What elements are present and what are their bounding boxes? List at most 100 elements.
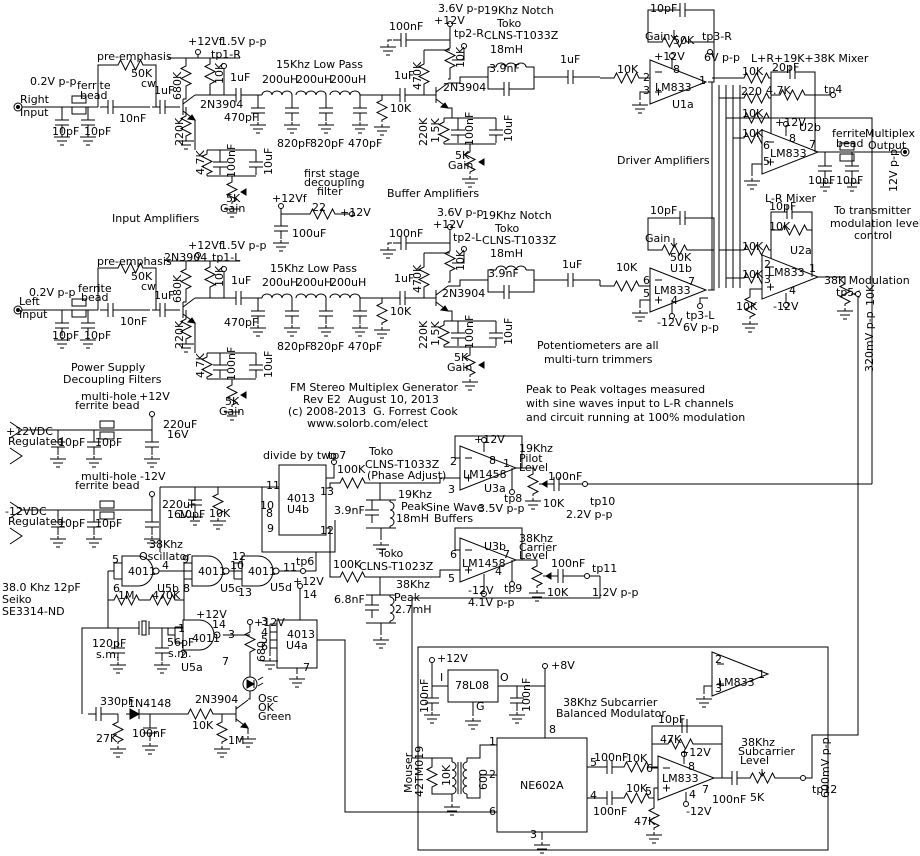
label-driver-amplifiers: Driver Amplifiers [617,154,710,167]
label-220: 220 [741,85,762,98]
label-tp1-r: tp1-R [211,48,241,61]
label-5k: 5K [750,791,765,804]
label-12v: +12V [433,218,464,231]
label-1uf: 1uF [562,258,583,271]
label-10pf: 10pF [769,200,797,213]
label-10pf: 10pF [808,174,836,187]
label-200uh: 200uH [330,276,367,289]
label-220k: 220K [173,320,186,349]
label-6-8nf: 6.8nF [334,593,365,606]
label-8: 8 [673,63,680,76]
label-18mh: 18mH [396,512,429,525]
label-clns-t1033z: CLNS-T1033Z [365,458,440,471]
label-10k: 10K [213,265,226,287]
label-100nf: 100nF [463,314,476,349]
label-11: 11 [283,561,297,574]
label-bead: bead [836,137,864,150]
label-gain: Gain [645,232,671,245]
label-6: 6 [643,274,650,287]
label-1: 1 [178,622,185,635]
label-38-0-khz-12pf: 38.0 Khz 12pF [2,581,81,594]
label-10pf: 10pF [836,174,864,187]
label-u5b: U5b [157,582,180,595]
label-s-m: s.m. [96,648,120,661]
label-10k: 10K [742,127,764,140]
label-u2b: U2b [799,121,822,134]
label-5: 5 [261,633,268,646]
label-12v: +12V [139,390,170,403]
label-3: 3 [448,483,455,496]
label-10pf: 10pF [58,517,86,530]
label-47k: 47K [634,815,656,828]
label-ne602a: NE602A [520,779,564,792]
label-50k: 50K [670,251,692,264]
label-12vdc: +12VDC [6,425,53,438]
label-buffers: Buffers [434,512,474,525]
label-4: 4 [671,294,678,307]
label-38khz: 38Khz [396,578,430,591]
label-3: 3 [530,828,537,841]
label-10k: 10K [390,102,412,115]
label-50k: 50K [673,34,695,47]
label-1: 1 [809,262,816,275]
label-4: 4 [689,788,696,801]
label-8: 8 [266,507,273,520]
label-1: 1 [758,668,765,681]
label-peak: Peak [394,591,421,604]
label-tp3-l: tp3-L [686,309,715,322]
label-lm1458: LM1458 [463,468,507,481]
label-11: 11 [266,479,280,492]
label-tp1-l: tp1-L [212,251,241,264]
label-10pf: 10pF [95,436,123,449]
label-tp3-r: tp3-R [702,30,732,43]
label-buffer-amplifiers: Buffer Amplifiers [387,187,480,200]
label-19khz: 19Khz [398,488,432,501]
label-first-stage: first stage [304,167,360,180]
label-2: 2 [715,653,722,666]
label-right: Right [20,93,49,106]
label-2n3904: 2N3904 [195,693,239,706]
label-tp6: tp6 [296,555,315,568]
label-12v: +12V [680,746,711,759]
label-3-9nf: 3.9nF [488,267,519,280]
label-gain: Gain [645,30,671,43]
label-u3a: U3a [484,482,506,495]
label-2: 2 [764,258,771,271]
label-12: 12 [232,550,246,563]
label-u3b: U3b [484,540,507,553]
label-level: Level [519,549,549,562]
label-12v: +12V [437,652,468,665]
label-16v: 16V [167,508,189,521]
label-regulated: Regulated [8,515,64,528]
label-8: 8 [489,454,496,467]
label-5k: 5K [225,395,240,408]
label-tp7: tp7 [328,449,347,462]
label-5: 5 [763,155,770,168]
label-level: Level [740,754,770,767]
label-100nf: 100nF [418,678,431,713]
label-10uf: 10uF [262,147,275,175]
label-1m: 1M [228,734,245,747]
label-200uh: 200uH [262,276,299,289]
label-100nf: 100nF [225,346,238,381]
label-modulation-level: modulation level [830,217,920,230]
label-9: 9 [182,553,189,566]
label-5: 5 [643,287,650,300]
label-120pf: 120pF [92,637,127,650]
label-220k: 220K [417,320,430,349]
label-4011: 4011 [128,565,156,578]
label-10k: 10K [547,586,569,599]
label-oscillator: Oscillator [139,550,191,563]
label-12v: -12V [686,805,712,818]
label-lm1458: LM1458 [462,557,506,570]
label-bead: bead [81,291,109,304]
label-19khz-notch: 19Khz Notch [482,209,552,222]
label-2n3904: 2N3904 [442,287,486,300]
label-left: Left [19,295,40,308]
label-gain: Gain [219,405,245,418]
label-12v: +12V [293,575,324,588]
label-u5a: U5a [181,661,203,674]
label-2-7mh: 2.7mH [395,603,432,616]
label-decoupling-filters: Decoupling Filters [63,373,162,386]
label-220uf: 220uF [162,498,197,511]
